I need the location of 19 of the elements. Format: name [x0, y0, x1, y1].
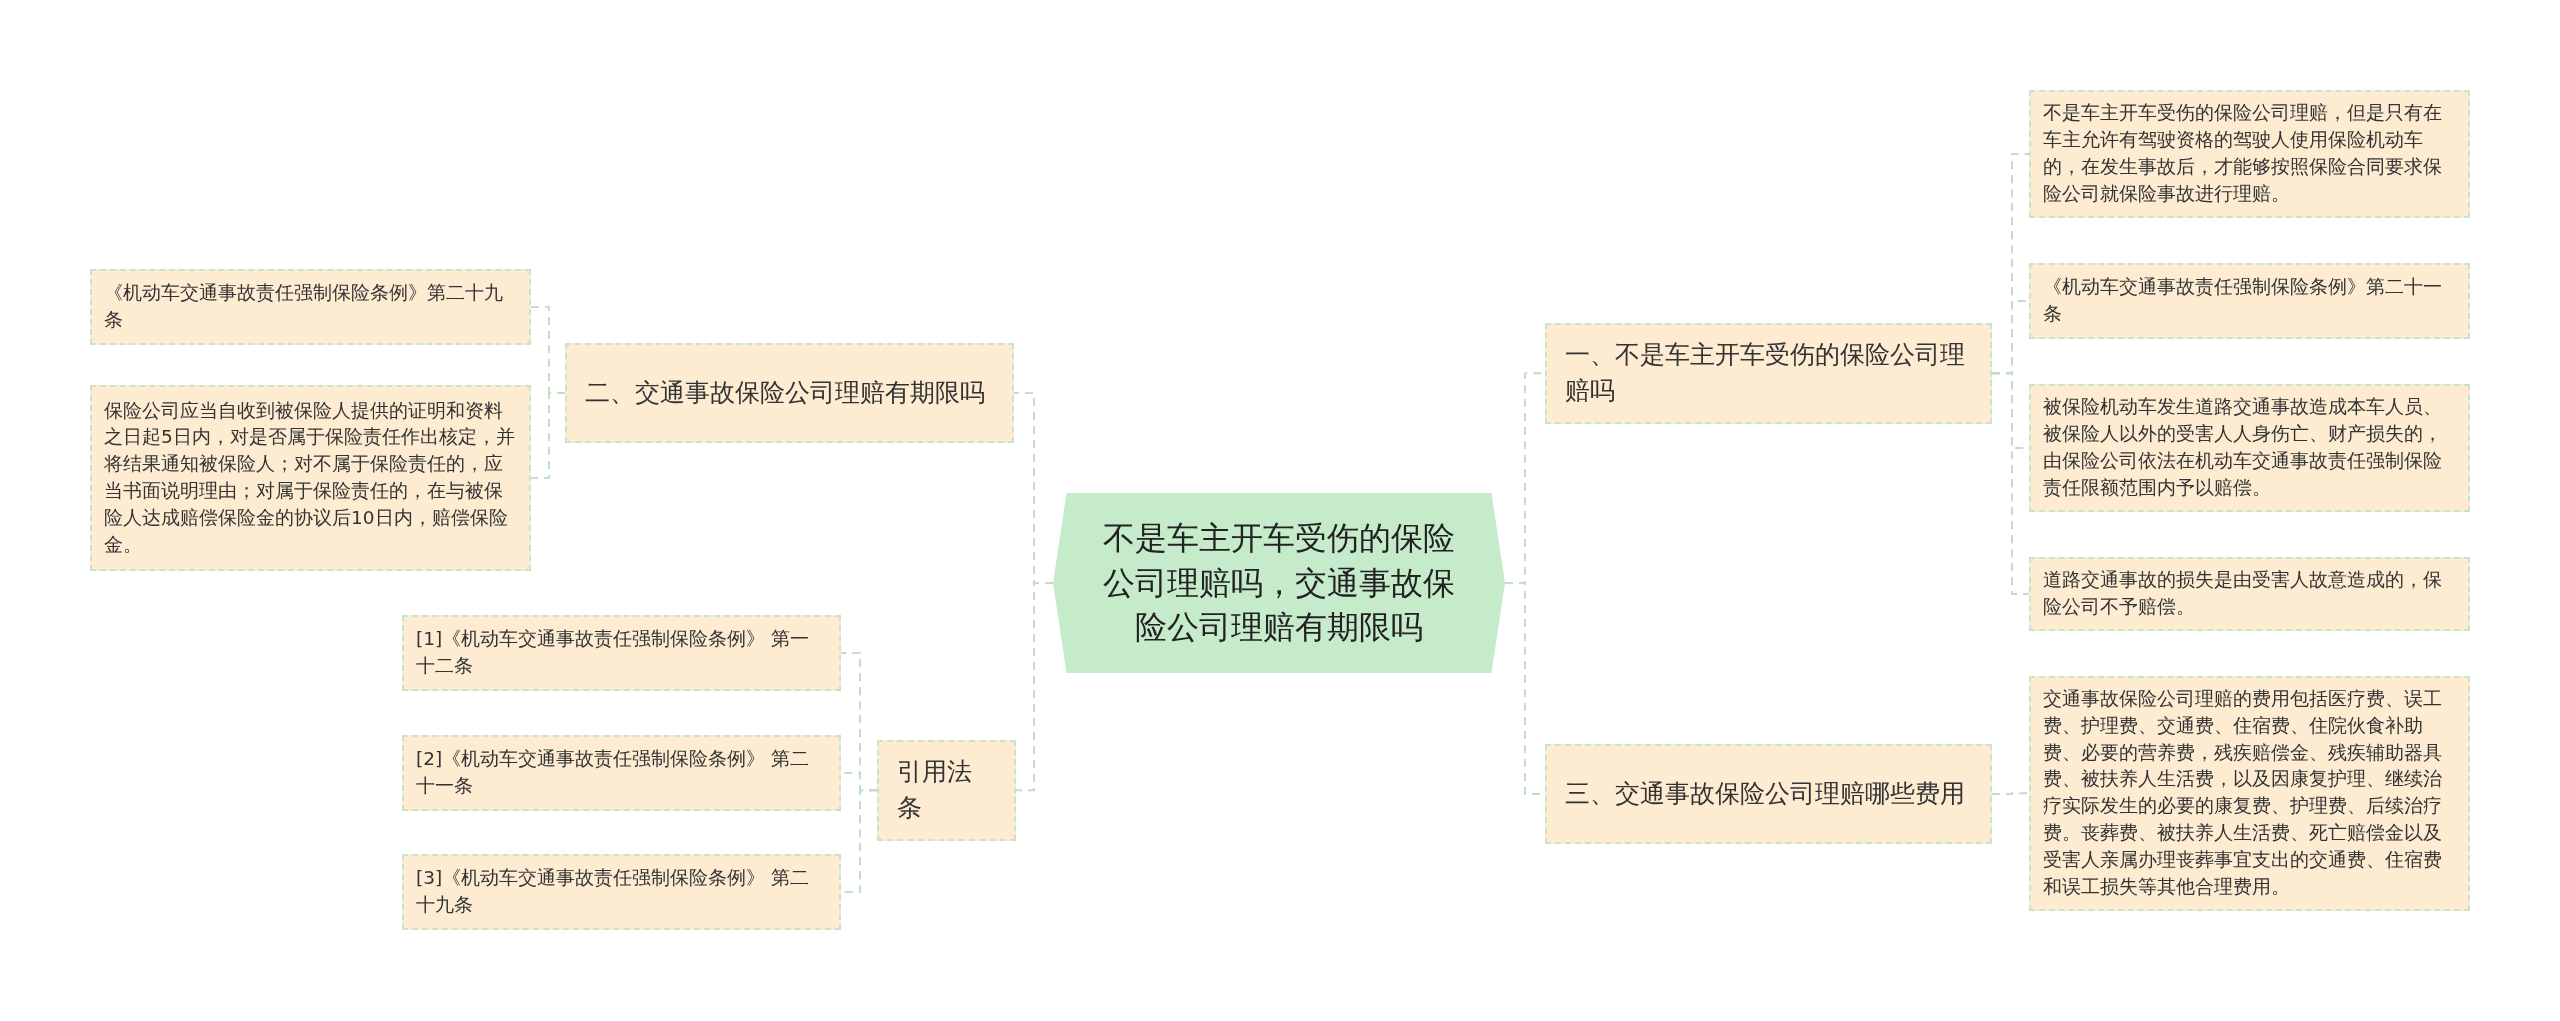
note-box: 《机动车交通事故责任强制保险条例》第二十九条: [90, 269, 531, 345]
topic-box: 引用法条: [877, 740, 1016, 841]
topic-box: 二、交通事故保险公司理赔有期限吗: [565, 343, 1014, 443]
connector-line: [1991, 792, 2030, 795]
topic-box: 三、交通事故保险公司理赔哪些费用: [1545, 744, 1992, 844]
note-box: 保险公司应当自收到被保险人提供的证明和资料之日起5日内，对是否属于保险责任作出核定，并将结果通知被保险人；对不属于保险责任的，应当书面说明理由；对属于保险责任的，在与被保险人达成赔偿保险金的协议后10日内，赔偿保险金。: [90, 385, 531, 571]
note-box: 不是车主开车受伤的保险公司理赔，但是只有在车主允许有驾驶资格的驾驶人使用保险机动车的，在发生事故后，才能够按照保险合同要求保险公司就保险事故进行理赔。: [2029, 90, 2470, 218]
note-box: 道路交通事故的损失是由受害人故意造成的，保险公司不予赔偿。: [2029, 557, 2470, 631]
central-topic: 不是车主开车受伤的保险公司理赔吗，交通事故保险公司理赔有期限吗: [1053, 493, 1505, 673]
note-box: 《机动车交通事故责任强制保险条例》第二十一条: [2029, 263, 2470, 339]
connector-line: [1015, 582, 1054, 792]
note-box: [1]《机动车交通事故责任强制保险条例》 第一十二条: [402, 615, 841, 691]
topic-box: 一、不是车主开车受伤的保险公司理赔吗: [1545, 323, 1992, 424]
note-box: 交通事故保险公司理赔的费用包括医疗费、误工费、护理费、交通费、住宿费、住院伙食补助费、必要的营养费，残疾赔偿金、残疾辅助器具费、被扶养人生活费，以及因康复护理、继续治疗实际发生的必要的康复费、护理费、后续治疗费。丧葬费、被扶养人生活费、死亡赔偿金以及受害人亲属办理丧葬事宜支出的交通费、住宿费和误工损失等其他合理费用。: [2029, 676, 2470, 911]
note-box: [2]《机动车交通事故责任强制保险条例》 第二十一条: [402, 735, 841, 811]
connector-line: [530, 392, 566, 479]
note-box: 被保险机动车发生道路交通事故造成本车人员、被保险人以外的受害人人身伤亡、财产损失的，由保险公司依法在机动车交通事故责任强制保险责任限额范围内予以赔偿。: [2029, 384, 2470, 512]
connector-line: [1991, 372, 2030, 595]
note-box: [3]《机动车交通事故责任强制保险条例》 第二十九条: [402, 854, 841, 930]
